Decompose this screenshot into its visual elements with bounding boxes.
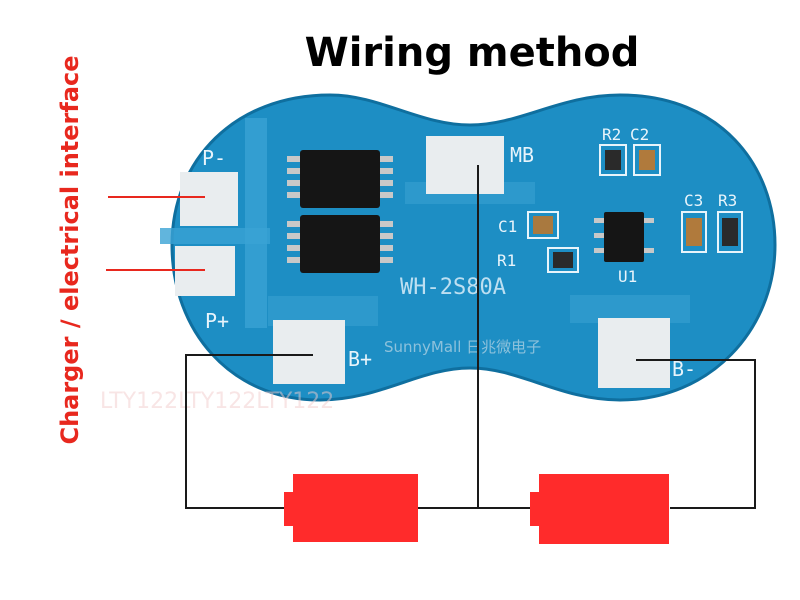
pad-mb	[426, 136, 504, 194]
mosfet-chip-bottom	[287, 215, 393, 273]
label-r2: R2	[602, 125, 621, 144]
label-r1: R1	[497, 251, 516, 270]
smd-components	[527, 144, 743, 273]
battery-wiring	[185, 165, 756, 509]
label-mb: MB	[510, 143, 534, 167]
watermark-shop: SunnyMall 日兆微电子	[384, 338, 541, 356]
label-b-plus: B+	[348, 347, 372, 371]
pad-b-minus	[598, 318, 670, 388]
side-label: Charger / electrical interface	[56, 55, 84, 444]
battery-cell-right	[530, 474, 669, 544]
diagram-title: Wiring method	[305, 30, 640, 76]
board-model: WH-2S80A	[400, 275, 506, 300]
label-u1: U1	[618, 267, 637, 286]
ic-u1	[594, 212, 654, 262]
label-c2: C2	[630, 125, 649, 144]
pad-p-minus	[180, 172, 238, 226]
battery-cell-left	[284, 474, 418, 542]
label-c3: C3	[684, 191, 703, 210]
label-r3: R3	[718, 191, 737, 210]
label-p-plus: P+	[205, 309, 229, 333]
mosfet-chip-top	[287, 150, 393, 208]
pad-b-plus	[273, 320, 345, 384]
label-c1: C1	[498, 217, 517, 236]
label-p-minus: P-	[202, 146, 226, 170]
watermark-lty: LTY122LTY122LTY122	[100, 389, 334, 414]
